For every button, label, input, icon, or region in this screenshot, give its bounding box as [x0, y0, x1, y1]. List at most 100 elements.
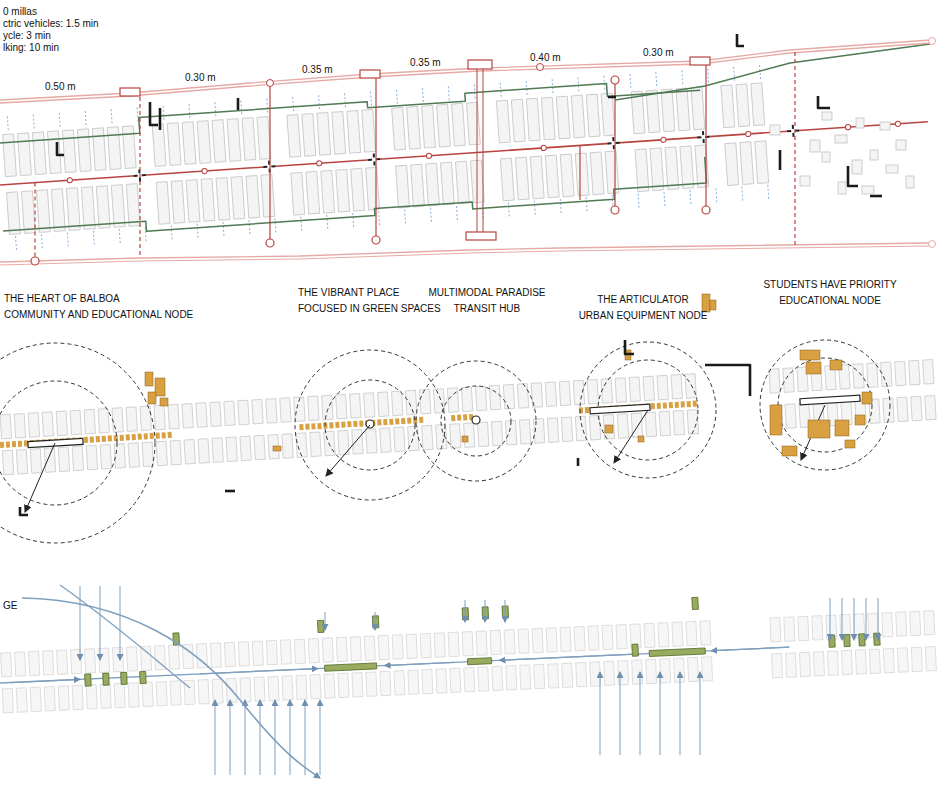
building-block — [182, 122, 196, 165]
building-block — [114, 683, 125, 707]
building-block — [813, 652, 824, 676]
active-frontage — [150, 433, 154, 439]
building-block — [152, 124, 166, 167]
building-mark — [625, 340, 634, 354]
active-frontage — [657, 403, 661, 409]
building-block — [317, 113, 331, 156]
crossing-symbol — [697, 136, 709, 139]
building-block — [291, 172, 305, 215]
building-block — [661, 89, 675, 132]
bike-lane-tick — [378, 211, 380, 225]
building-block — [560, 154, 574, 197]
building-block — [856, 118, 864, 128]
building-block — [702, 657, 713, 681]
building-block — [911, 396, 922, 421]
active-frontage — [12, 441, 16, 447]
building-block — [870, 150, 878, 160]
bike-lane-tick — [474, 85, 476, 99]
crossing-symbol — [702, 131, 705, 143]
active-frontage — [162, 432, 166, 438]
building-block — [632, 660, 643, 684]
bike-lane-tick — [767, 185, 769, 199]
building-block — [436, 669, 447, 693]
bike-lane-tick — [370, 92, 372, 106]
bike-lane-tick — [59, 113, 61, 127]
active-frontage — [407, 418, 411, 424]
building-block — [673, 410, 684, 435]
bike-lane-tick — [664, 192, 666, 206]
bike-lane-tick — [292, 97, 294, 111]
building-block — [924, 611, 935, 635]
building-block — [29, 651, 40, 675]
building-block — [646, 659, 657, 683]
connector-dashed — [794, 52, 795, 245]
building-block — [81, 187, 95, 230]
crossing-symbol — [368, 158, 380, 161]
active-frontage — [395, 418, 399, 424]
building-block — [541, 97, 555, 140]
active-frontage — [335, 422, 339, 428]
building-block — [770, 125, 780, 135]
regional-flow-curve — [22, 598, 320, 778]
building-block — [210, 643, 221, 667]
building-block — [548, 664, 559, 688]
building-block — [84, 409, 95, 434]
flow-arrow — [842, 598, 843, 640]
bike-lane-tick — [111, 109, 113, 123]
building-block — [685, 374, 696, 399]
building-block — [490, 630, 501, 654]
building-block — [799, 652, 810, 676]
building-block — [7, 192, 21, 235]
active-frontage — [651, 403, 655, 409]
active-frontage — [341, 421, 345, 427]
active-frontage — [18, 441, 22, 447]
radius-circle — [295, 350, 445, 500]
building-block — [156, 681, 167, 705]
building-block — [186, 180, 200, 223]
building-block — [362, 109, 376, 152]
building-block — [408, 670, 419, 694]
landmark-building — [710, 300, 716, 310]
building-block — [254, 435, 265, 460]
building-block — [687, 410, 698, 435]
building-block — [14, 414, 25, 439]
node-title: STUDENTS HAVE PRIORITY — [763, 277, 896, 293]
active-frontage — [311, 423, 315, 429]
building-block — [587, 379, 598, 404]
building-block — [556, 96, 570, 139]
bike-lane-tick — [240, 100, 242, 114]
flow-arrow — [10, 679, 80, 682]
building-block — [590, 152, 604, 195]
building-block — [896, 612, 907, 636]
landmark-building — [462, 436, 468, 442]
building-block — [770, 618, 781, 642]
building-block — [107, 127, 121, 170]
bike-lane-tick — [638, 194, 640, 208]
station-box — [466, 232, 496, 240]
building-block — [156, 182, 170, 225]
building-block — [646, 90, 660, 133]
active-frontage — [457, 415, 461, 421]
building-block — [51, 189, 65, 232]
building-block — [520, 665, 531, 689]
radius-arrow — [614, 410, 648, 463]
landmark-building — [702, 294, 710, 312]
avenue-line — [0, 43, 930, 103]
building-block — [126, 184, 140, 227]
bike-lane-tick — [67, 233, 69, 247]
building-block — [450, 424, 461, 449]
landmark-building — [273, 446, 281, 451]
building-block — [419, 389, 430, 414]
building-block — [785, 653, 796, 677]
bike-lane-tick — [655, 72, 657, 86]
active-frontage — [299, 424, 303, 430]
flow-arrow — [680, 672, 681, 755]
building-block — [261, 174, 275, 217]
crossing-symbol — [701, 135, 705, 139]
building-block — [21, 191, 35, 234]
building-block — [167, 123, 181, 166]
active-frontage — [377, 419, 381, 425]
building-block — [350, 637, 361, 661]
bike-lane-tick — [552, 79, 554, 93]
